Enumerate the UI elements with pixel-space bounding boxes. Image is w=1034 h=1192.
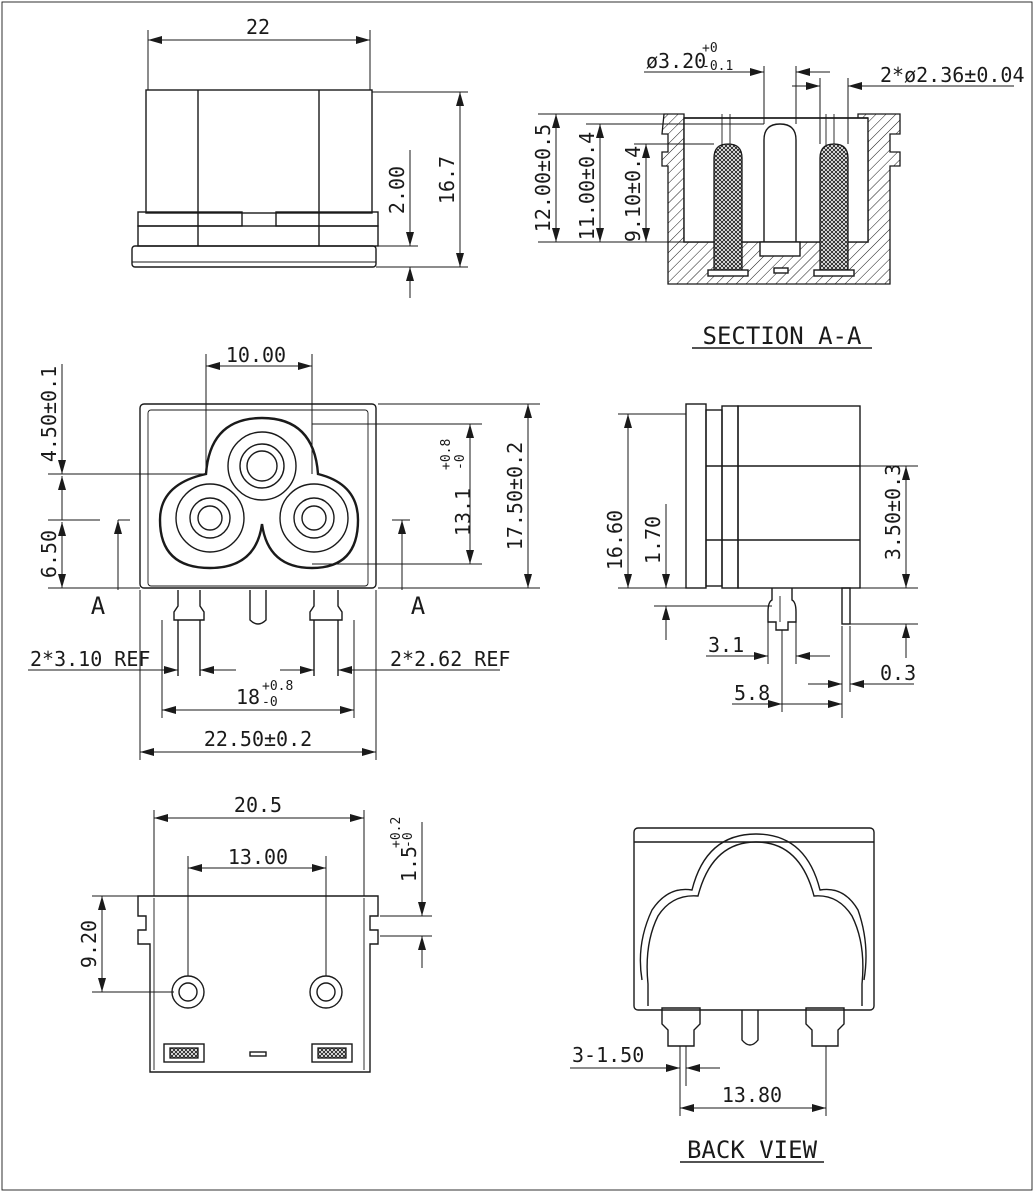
dim-side-height: 16.60	[603, 510, 627, 570]
dim-section-h2: 11.00±0.4	[575, 132, 599, 240]
dim-bottom-spacing: 13.00	[228, 845, 288, 869]
dim-section-h3: 9.10±0.4	[621, 146, 645, 242]
dim-bottom-tab-tol-dn: -0	[401, 832, 416, 848]
dim-ref-left: 2*3.10 REF	[30, 647, 150, 671]
dim-front-body-height: 17.50±0.2	[503, 442, 527, 550]
section-title: SECTION A-A	[703, 322, 862, 350]
dim-ref-right: 2*2.62 REF	[390, 647, 510, 671]
dim-back-slot: 3-1.50	[572, 1043, 644, 1067]
section-mark-right: A	[411, 592, 426, 620]
dim-front-body-inner-tol-dn: -0	[453, 454, 468, 470]
dim-bottom-tab: 1.5	[397, 846, 421, 882]
dim-section-h1: 12.00±0.5	[531, 124, 555, 232]
dim-side-d3: 5.8	[734, 681, 770, 705]
dim-hole-main: ø3.20	[646, 49, 706, 73]
dim-pin-span-tol-dn: -0	[262, 695, 278, 710]
dim-top-width: 22	[246, 15, 270, 39]
dim-bottom-tab-tol-up: +0.2	[389, 817, 404, 848]
top-view: 22 16.7 2.00	[131, 15, 468, 298]
back-title: BACK VIEW	[687, 1136, 818, 1164]
dim-pin-span-tol-up: +0.8	[262, 679, 293, 694]
dim-side-d1: 3.1	[708, 633, 744, 657]
section-mark-left: A	[91, 592, 106, 620]
dim-front-body-inner: 13.1	[451, 488, 475, 536]
front-view: 10.00 4.50±0.1 6.50 A A 13.1 +0.8 -0	[28, 343, 540, 760]
dim-hole-main-tol-up: +0	[702, 41, 718, 56]
section-view: ø3.20 +0 -0.1 2*ø2.36±0.04 12.00±0.5 11.…	[531, 41, 1025, 350]
dim-hole-main-tol-dn: -0.1	[702, 59, 733, 74]
dim-front-body-inner-tol-up: +0.8	[439, 439, 454, 470]
dim-side-d2: 0.3	[880, 661, 916, 685]
dim-bottom-depth: 9.20	[77, 920, 101, 968]
dim-bottom-width: 20.5	[234, 793, 282, 817]
bottom-view: 20.5 13.00 9.20 1.5 +0.2 -0	[77, 793, 432, 1073]
back-view: 3-1.50 13.80 BACK VIEW	[570, 827, 875, 1164]
side-view: 16.60 1.70 3.50±0.3 3.1 0.3	[603, 403, 918, 718]
dim-pin-span: 18	[236, 685, 260, 709]
dim-back-span: 13.80	[722, 1083, 782, 1107]
dim-top-flange: 2.00	[385, 166, 409, 214]
dim-pin-hole: 2*ø2.36±0.04	[880, 63, 1025, 87]
dim-front-spacing: 10.00	[226, 343, 286, 367]
dim-front-lower: 6.50	[37, 530, 61, 578]
dim-front-body-width: 22.50±0.2	[204, 727, 312, 751]
dim-side-pin: 3.50±0.3	[881, 464, 905, 560]
dim-top-height: 16.7	[435, 156, 459, 204]
dim-front-upper: 4.50±0.1	[37, 366, 61, 462]
dim-side-small: 1.70	[641, 516, 665, 564]
